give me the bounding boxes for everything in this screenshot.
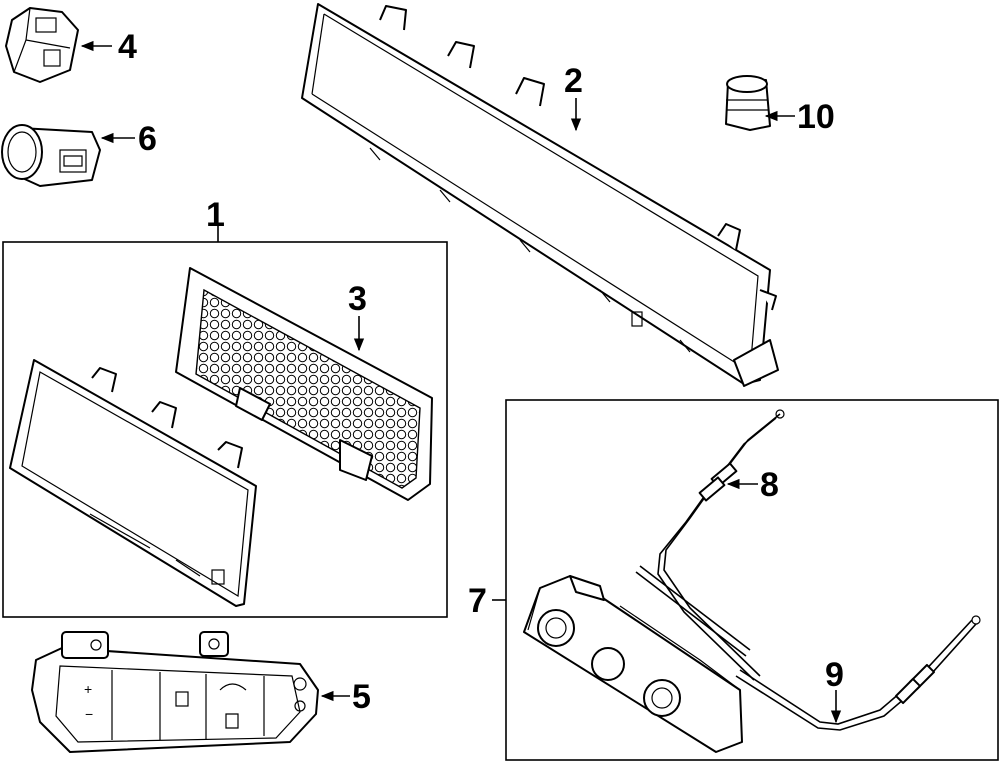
part-4-switch [5,7,79,83]
panel-plus-symbol: + [84,681,92,697]
part-6-sensor [1,124,101,187]
callout-5-label: 5 [352,678,371,716]
part-2-cluster-lens [301,3,779,387]
callout-10-label: 10 [797,98,835,136]
part-5-switch-panel: + − [31,631,319,753]
callout-7-label: 7 [468,582,487,620]
callout-8-label: 8 [760,466,779,504]
callout-8: 8 [726,466,779,504]
callout-2: 2 [564,62,583,132]
part-1-group-box: 1 [2,196,448,618]
part-1-display [9,359,257,607]
callout-3: 3 [348,280,367,352]
callout-2-label: 2 [564,62,583,100]
callout-6: 6 [100,120,157,158]
callout-3-label: 3 [348,280,367,318]
part-7-climate-control [523,575,743,753]
part-7-group-box: 7 [468,399,999,761]
callout-9-label: 9 [825,656,844,694]
part-10-clip [725,75,771,131]
callout-5: 5 [320,678,371,716]
callout-4-label: 4 [118,28,137,66]
part-8-cable [657,409,785,681]
callout-6-label: 6 [138,120,157,158]
part-9-cable [635,565,981,731]
part-3-cluster-housing [175,267,433,501]
callout-1-label: 1 [206,196,225,234]
panel-minus-symbol: − [85,706,93,722]
callout-9: 9 [825,656,844,724]
callout-10: 10 [764,98,835,136]
callout-4: 4 [80,28,137,66]
